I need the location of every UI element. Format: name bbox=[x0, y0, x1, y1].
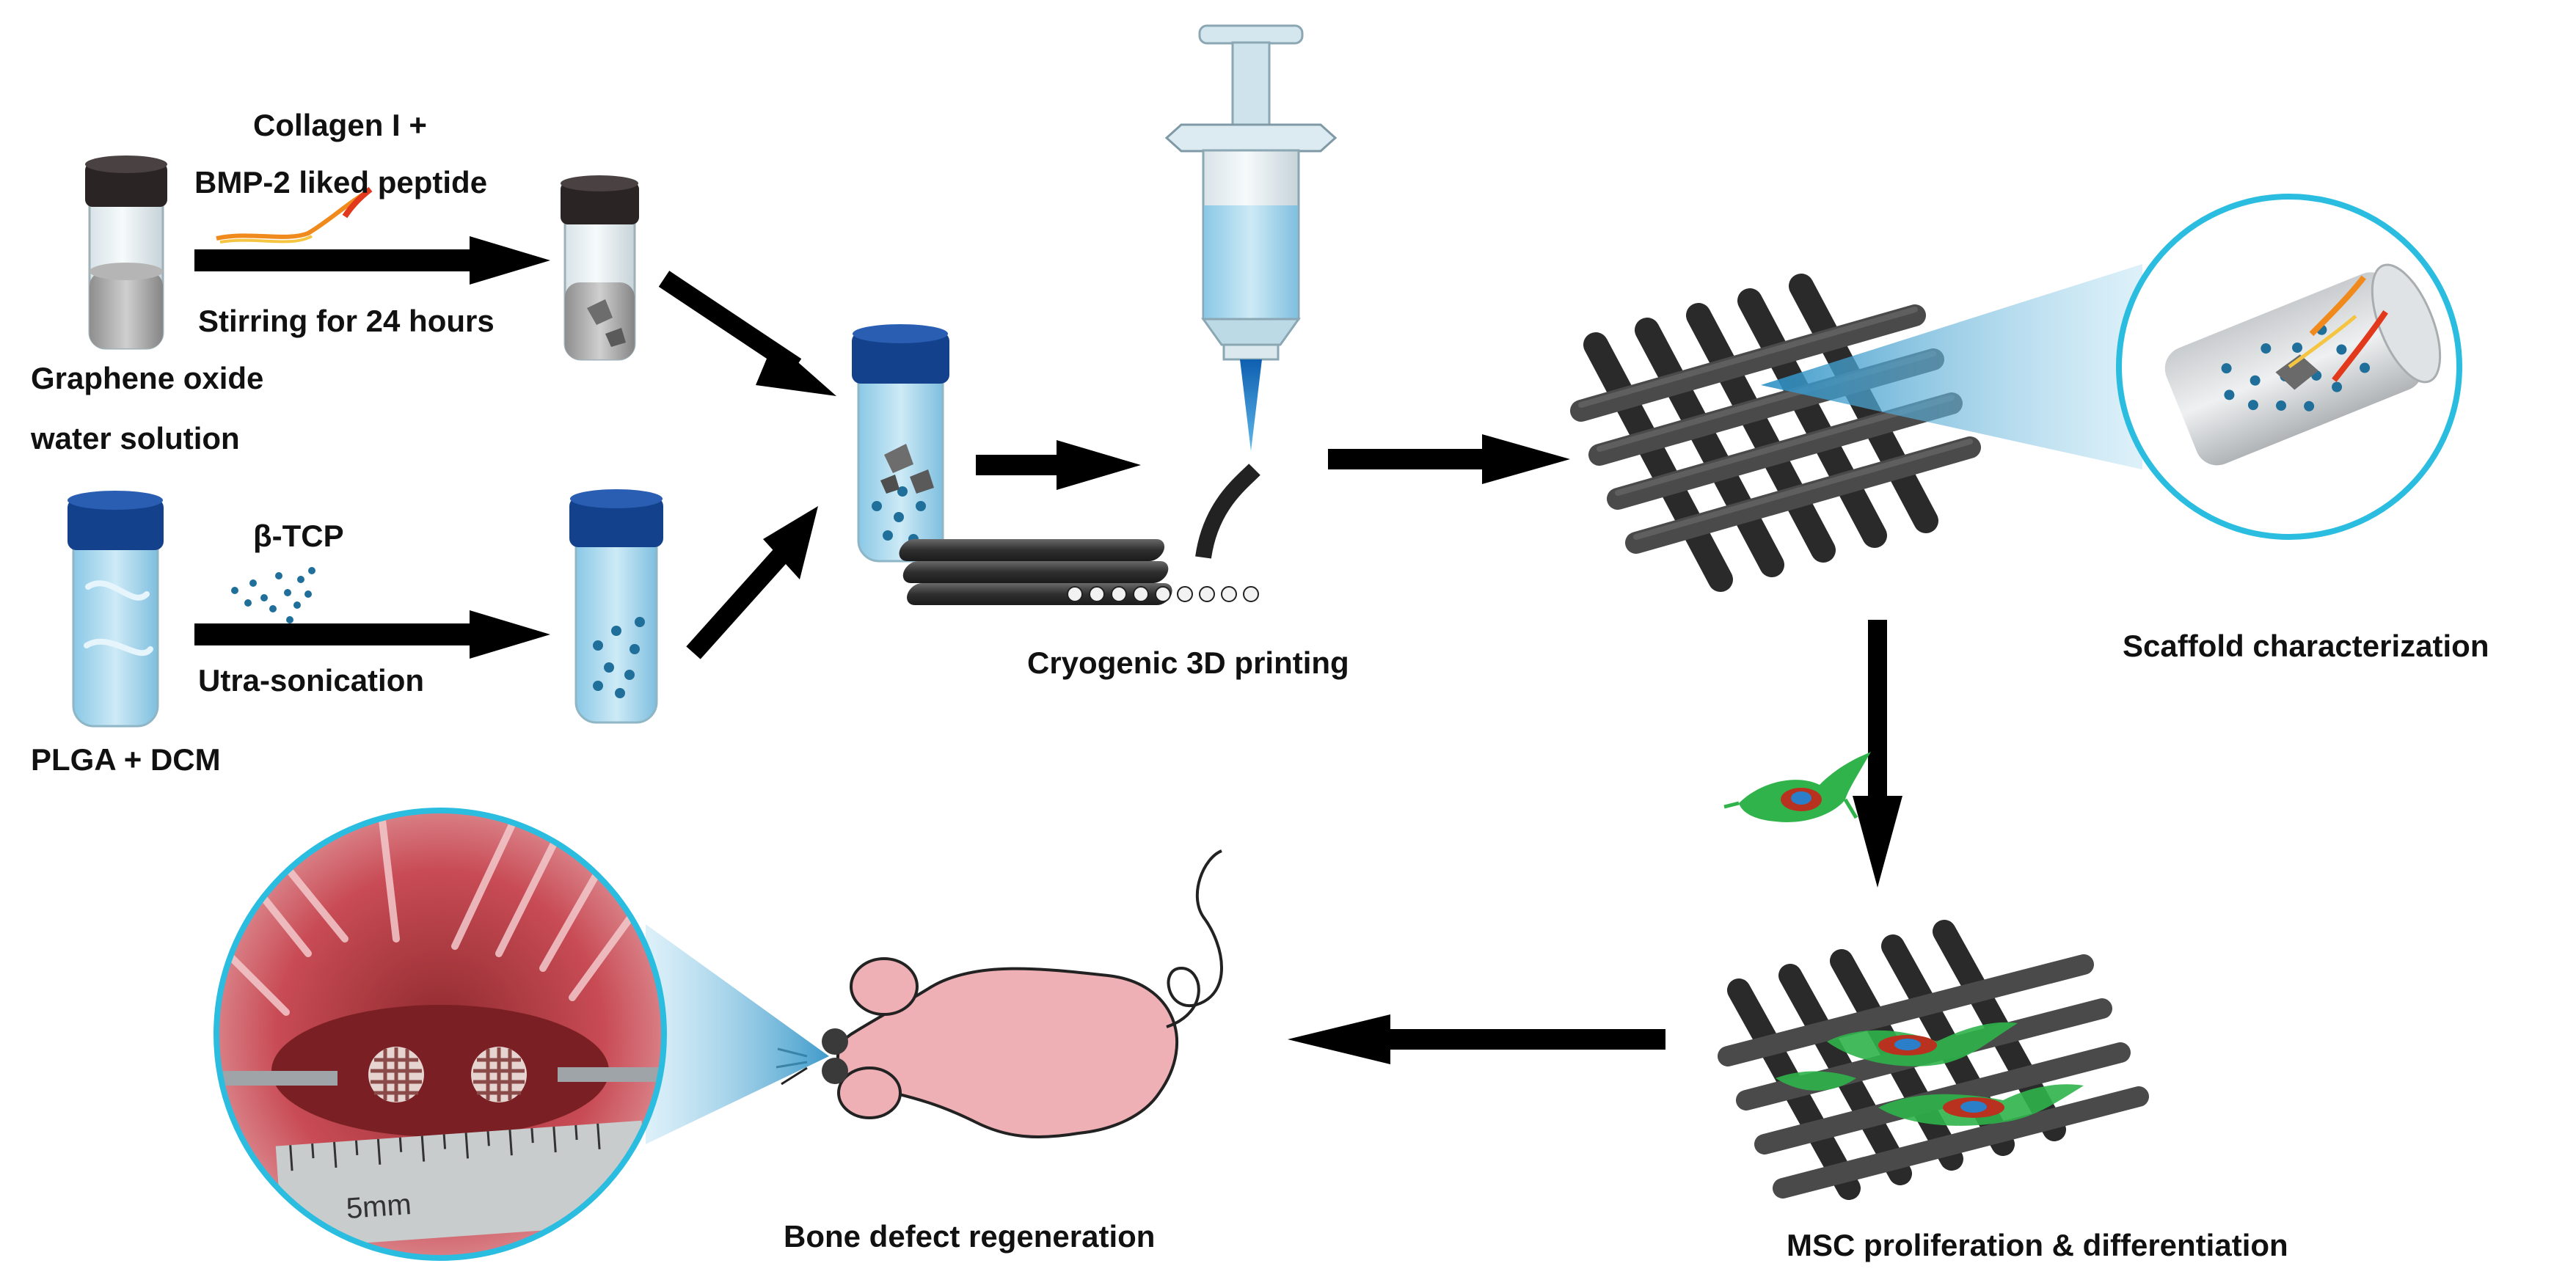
merge-arrow-bottom bbox=[686, 506, 818, 659]
bmp2-peptide-label: BMP-2 liked peptide bbox=[194, 165, 487, 200]
composite-ink-vial-icon bbox=[852, 324, 949, 563]
arrow-to-printing bbox=[976, 440, 1141, 490]
tcp-particles-icon bbox=[231, 567, 315, 623]
cell-seeded-scaffold-icon bbox=[1718, 920, 2149, 1200]
beta-tcp-label: β-TCP bbox=[253, 519, 344, 553]
collagen-label: Collagen I + bbox=[253, 108, 427, 142]
zoom-beam-implant bbox=[646, 924, 829, 1144]
graphene-oxide-label: Graphene oxide bbox=[31, 361, 263, 395]
implanted-scaffold-right bbox=[471, 1047, 527, 1102]
merge-arrow-top bbox=[658, 271, 836, 396]
zoom-beam-scaffold bbox=[1761, 264, 2142, 469]
syringe-icon bbox=[1164, 24, 1338, 451]
ruler: 5mm bbox=[275, 1120, 649, 1249]
scaffold-zoom-circle bbox=[2116, 194, 2462, 540]
mouse-icon bbox=[776, 849, 1223, 1138]
msc-label: MSC proliferation & differentiation bbox=[1787, 1228, 2288, 1262]
scaffold-characterization-label: Scaffold characterization bbox=[2123, 629, 2489, 663]
collagen-go-vial-icon bbox=[561, 175, 639, 361]
plga-tcp-vial-icon bbox=[569, 489, 663, 724]
stirring-label: Stirring for 24 hours bbox=[198, 304, 495, 338]
graphene-oxide-vial-icon bbox=[85, 155, 167, 350]
ultra-sonication-label: Utra-sonication bbox=[198, 663, 424, 698]
surgical-photo: 5mm bbox=[214, 808, 667, 1261]
stem-cell-icon bbox=[1723, 752, 1871, 822]
cryogenic-printing-label: Cryogenic 3D printing bbox=[1027, 645, 1349, 680]
arrow-to-scaffold bbox=[1328, 434, 1570, 484]
arrow-to-msc bbox=[1853, 620, 1902, 888]
tcp-sonication-arrow bbox=[194, 610, 550, 659]
ruler-label: 5mm bbox=[345, 1188, 412, 1225]
implanted-scaffold-left bbox=[368, 1047, 424, 1102]
water-solution-label: water solution bbox=[30, 421, 240, 455]
plga-dcm-vial-icon bbox=[67, 491, 164, 728]
scaffold-lattice-icon bbox=[1570, 274, 1981, 592]
arrow-to-implant bbox=[1288, 1014, 1665, 1064]
printed-fiber-stack-icon bbox=[899, 464, 1260, 605]
plga-dcm-label: PLGA + DCM bbox=[31, 742, 221, 777]
collagen-mixing-arrow bbox=[194, 186, 550, 285]
bone-defect-label: Bone defect regeneration bbox=[784, 1219, 1155, 1254]
